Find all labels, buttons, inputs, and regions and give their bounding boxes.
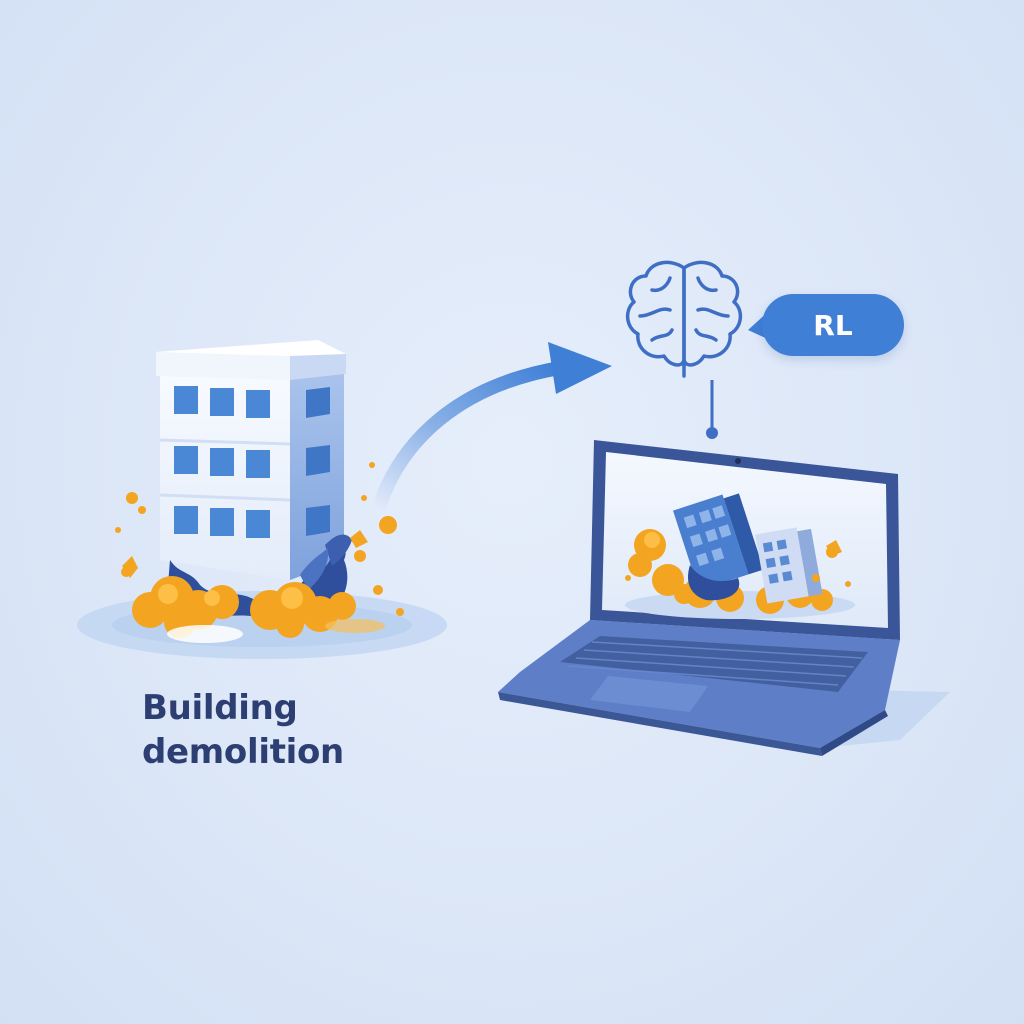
- caption-line-2: demolition: [142, 732, 344, 772]
- rl-label-bubble: RL: [762, 294, 904, 356]
- building-icon: [156, 340, 346, 580]
- screen-demolition-scene: [625, 493, 855, 619]
- caption-building-demolition: Building demolition: [142, 686, 442, 774]
- caption-line-1: Building: [142, 688, 298, 728]
- curved-arrow-icon: [371, 342, 612, 517]
- rl-label-text: RL: [813, 308, 853, 342]
- brain-laptop-connector: [706, 380, 718, 439]
- building-demolition-illustration: [77, 340, 447, 659]
- brain-icon: [625, 260, 743, 378]
- laptop-icon: [498, 440, 950, 756]
